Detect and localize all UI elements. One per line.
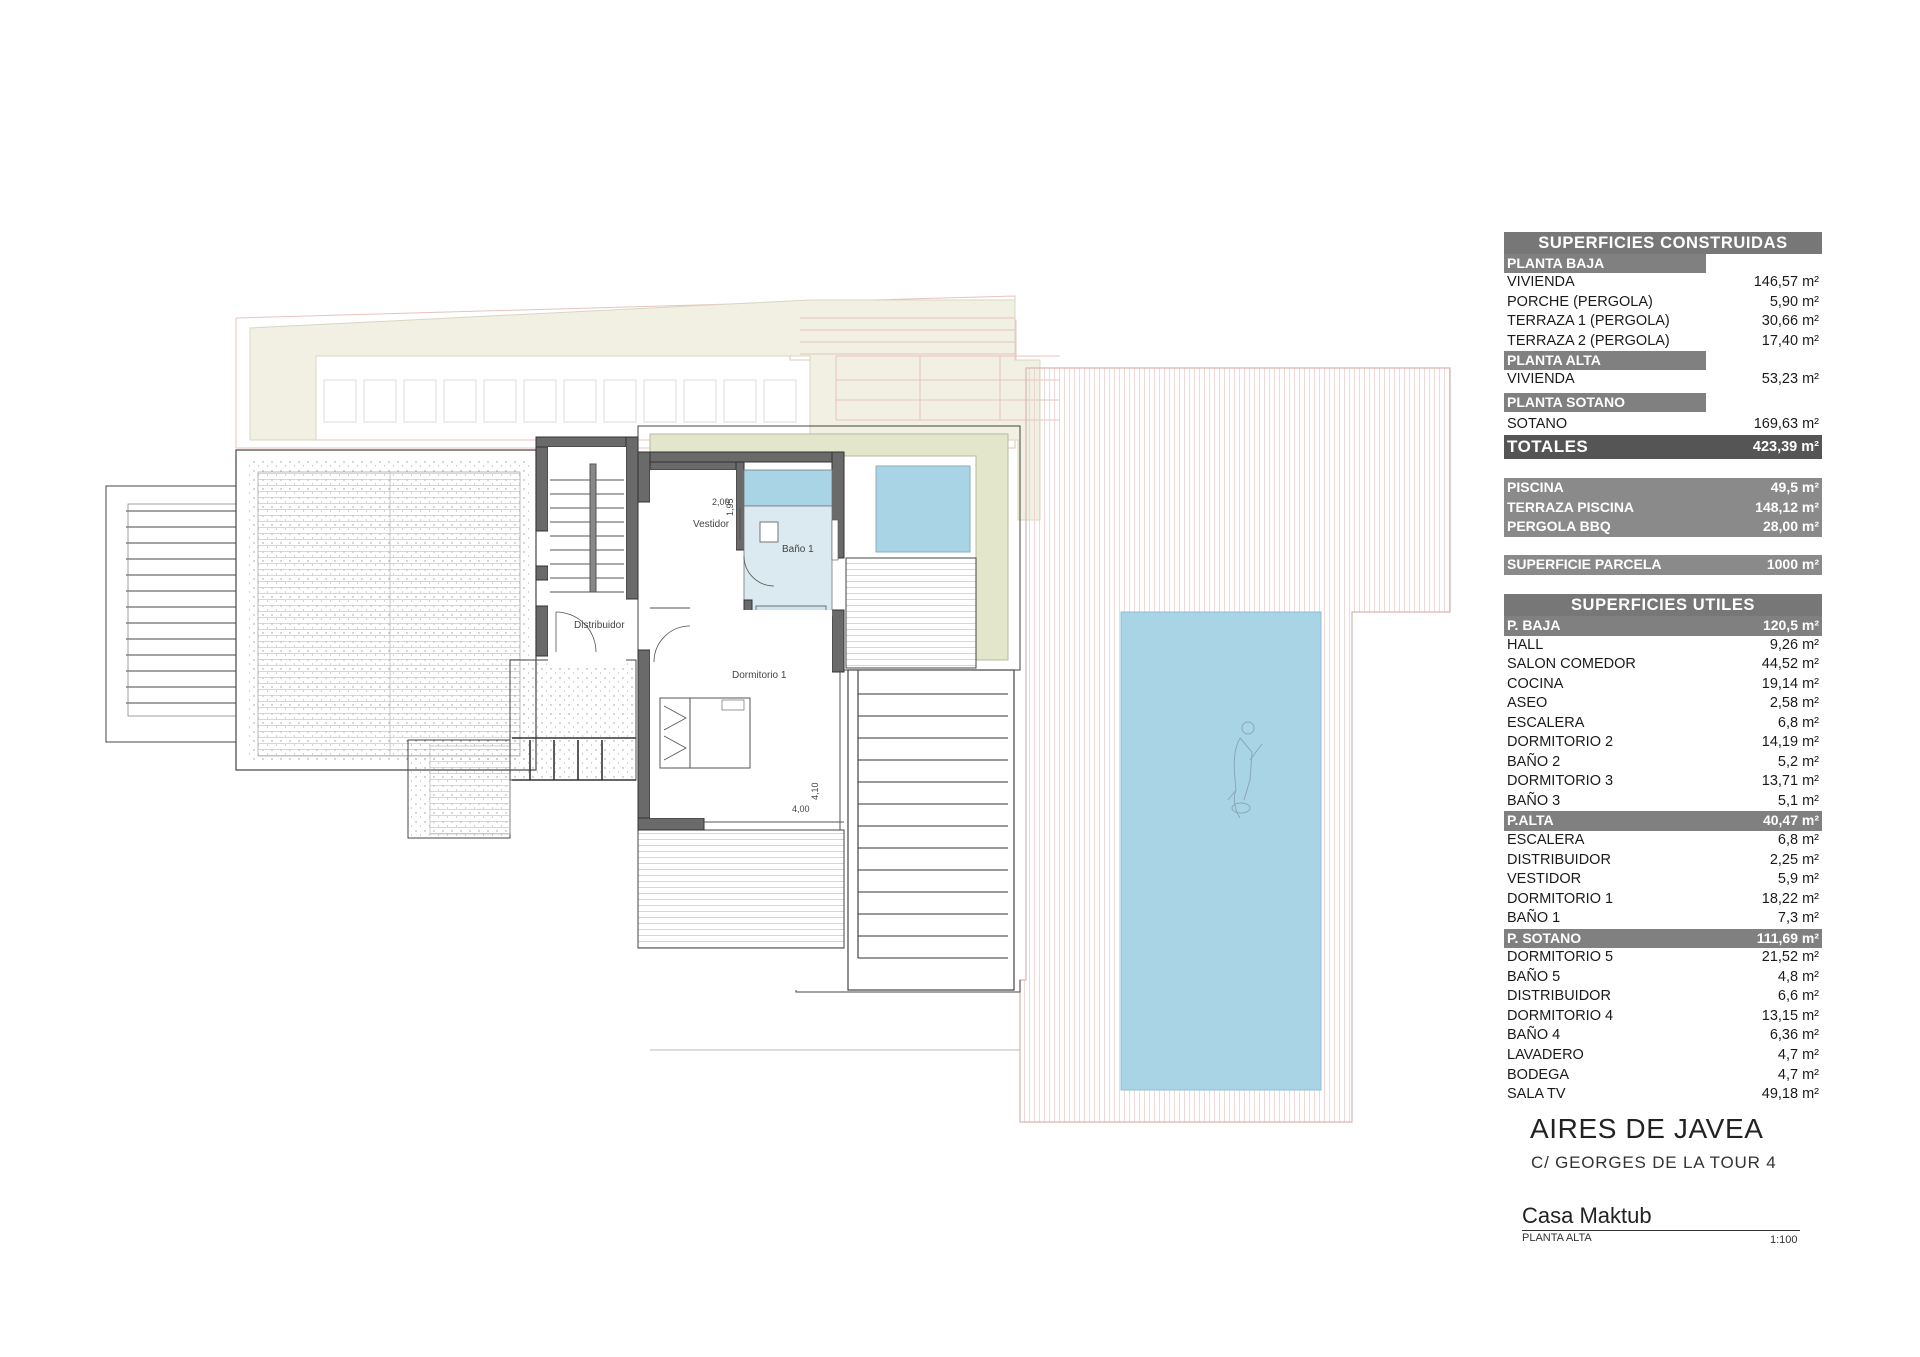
section-planta-sotano: PLANTA SOTANO bbox=[1504, 392, 1706, 412]
project-title: AIRES DE JAVEA bbox=[1530, 1113, 1764, 1144]
room-label-dormitorio1: Dormitorio 1 bbox=[732, 670, 787, 681]
project-address: C/ GEORGES DE LA TOUR 4 bbox=[1531, 1153, 1777, 1172]
dim-dormitorio-height: 4,10 bbox=[810, 782, 820, 800]
dim-dormitorio-width: 4,00 bbox=[792, 804, 810, 814]
construidas-header: SUPERFICIES CONSTRUIDAS bbox=[1504, 232, 1822, 254]
table-row: TERRAZA 2 (PERGOLA)17,40 m² bbox=[1507, 332, 1819, 349]
room-label-vestidor: Vestidor bbox=[693, 519, 730, 530]
bathroom-area bbox=[650, 469, 839, 651]
room-label-bano1: Baño 1 bbox=[782, 544, 814, 555]
pool-terrace bbox=[1019, 367, 1451, 1123]
walls bbox=[535, 436, 845, 831]
utiles-header: SUPERFICIES UTILES bbox=[1504, 594, 1822, 616]
left-terrace bbox=[105, 449, 637, 839]
house-name: Casa Maktub bbox=[1522, 1203, 1652, 1228]
title-divider bbox=[1522, 1230, 1800, 1231]
right-decks bbox=[637, 425, 1021, 1051]
dim-vestidor-height: 1,95 bbox=[725, 498, 735, 516]
floor-plan: Vestidor Baño 1 Distribuidor Dormitorio … bbox=[105, 295, 1451, 1123]
room-label-distribuidor: Distribuidor bbox=[574, 620, 625, 631]
swimmer-figure bbox=[1227, 721, 1263, 819]
stairs bbox=[548, 447, 626, 667]
table-row: PORCHE (PERGOLA)5,90 m² bbox=[1507, 293, 1819, 310]
dim-vestidor-width: 2,00 bbox=[712, 497, 730, 507]
planter-strip bbox=[249, 299, 1060, 521]
construidas-table: SUPERFICIES CONSTRUIDAS PLANTA BAJA VIVI… bbox=[1504, 232, 1822, 459]
bedroom bbox=[650, 607, 844, 830]
section-planta-baja: PLANTA BAJA bbox=[1504, 254, 1706, 273]
section-planta-alta: PLANTA ALTA bbox=[1504, 351, 1706, 371]
plan-scale: 1:100 bbox=[1770, 1234, 1798, 1246]
table-row: TERRAZA 1 (PERGOLA)30,66 m² bbox=[1507, 313, 1819, 330]
plan-name: PLANTA ALTA bbox=[1522, 1232, 1592, 1244]
swimming-pool bbox=[1120, 611, 1322, 1091]
